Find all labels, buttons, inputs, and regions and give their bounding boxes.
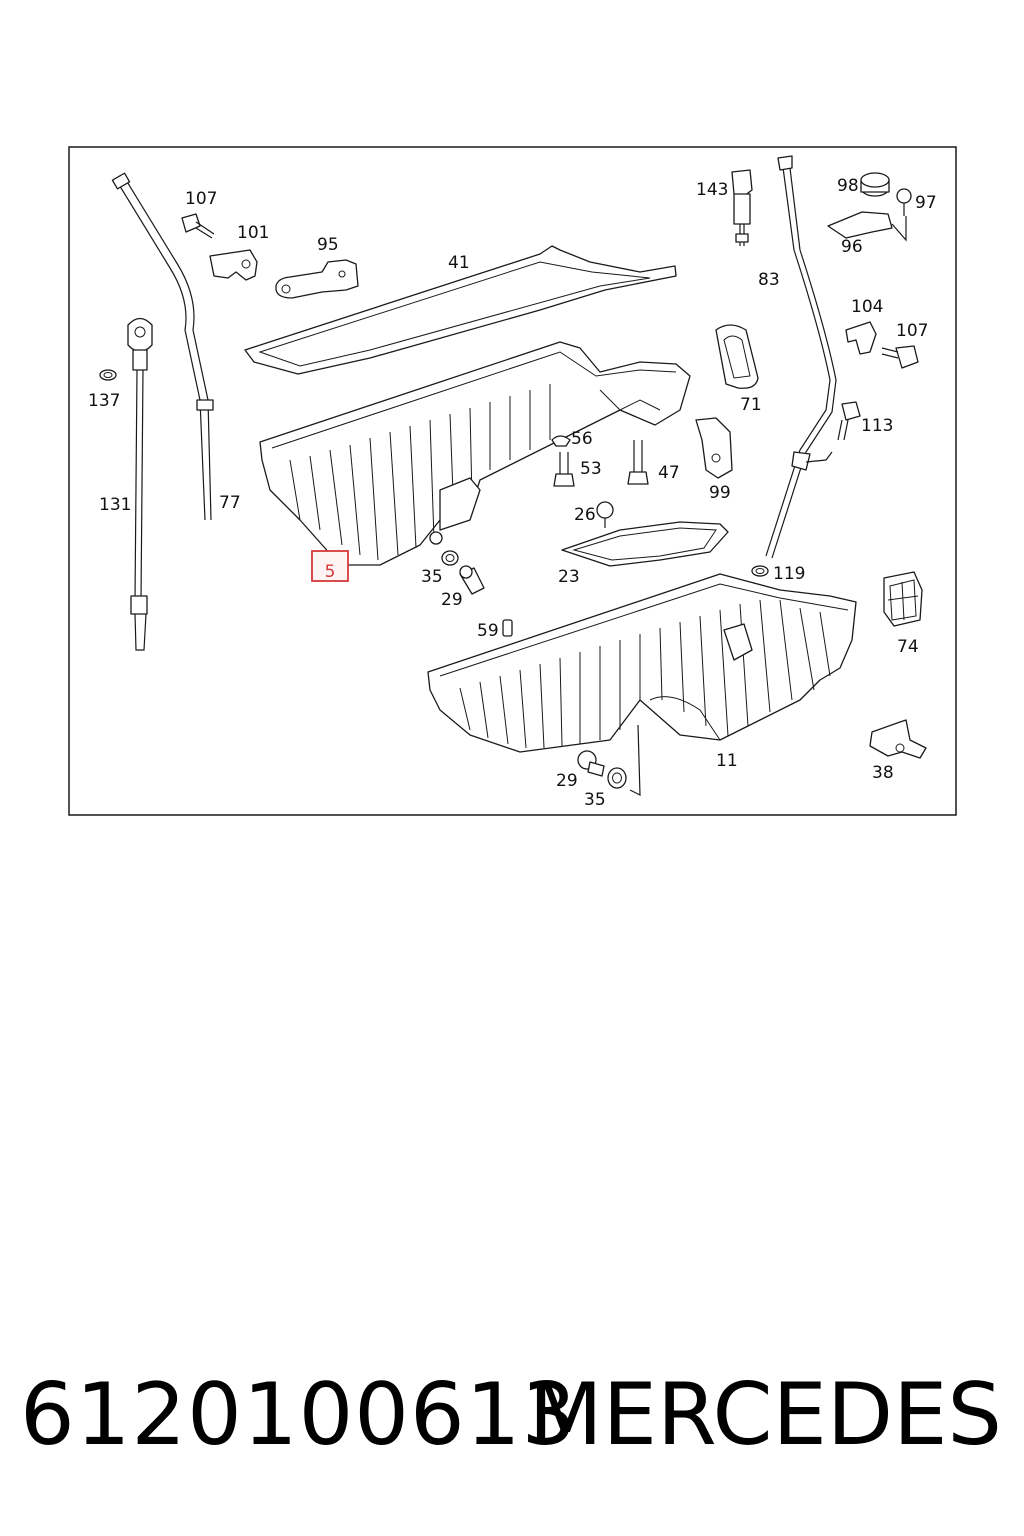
seal-ring-35-upper <box>441 550 459 566</box>
diagram-border <box>68 146 957 816</box>
oil-pan-11 <box>427 573 857 753</box>
oil-pan-5 <box>259 341 691 566</box>
label-29-lower: 29 <box>556 771 578 791</box>
label-29-upper: 29 <box>441 590 463 610</box>
bolt-113 <box>837 401 861 441</box>
label-113: 113 <box>861 416 893 436</box>
bolt-107-right <box>881 345 919 369</box>
label-11: 11 <box>716 751 738 771</box>
clip-101 <box>209 249 258 281</box>
dowel-59 <box>502 619 513 637</box>
label-53: 53 <box>580 459 602 479</box>
label-99: 99 <box>709 483 731 503</box>
label-77: 77 <box>219 493 241 513</box>
clip-104 <box>845 321 877 355</box>
label-26: 26 <box>574 505 596 525</box>
label-47: 47 <box>658 463 680 483</box>
label-98: 98 <box>837 176 859 196</box>
highlighted-label[interactable]: 5 <box>325 562 336 582</box>
dipstick-131 <box>127 317 153 651</box>
label-56: 56 <box>571 429 593 449</box>
washer-119 <box>751 565 769 577</box>
label-23: 23 <box>558 567 580 587</box>
bracket-96 <box>827 211 893 239</box>
screw-26 <box>596 501 614 528</box>
label-107-left: 107 <box>185 189 217 209</box>
label-104: 104 <box>851 297 883 317</box>
bolt-53 <box>553 452 575 487</box>
grommet-98 <box>860 172 890 197</box>
label-41: 41 <box>448 253 470 273</box>
dipstick-tube-83 <box>765 155 837 559</box>
label-83: 83 <box>758 270 780 290</box>
bolt-47 <box>627 440 649 485</box>
brand-name: MERCEDES <box>528 1365 1002 1465</box>
label-35-upper: 35 <box>421 567 443 587</box>
sensor-143 <box>731 169 753 246</box>
bracket-38 <box>869 719 927 759</box>
bracket-95 <box>275 259 359 299</box>
washer-56 <box>551 435 571 447</box>
baffle-23 <box>561 521 729 567</box>
label-71: 71 <box>740 395 762 415</box>
label-35-lower: 35 <box>584 790 606 810</box>
cover-74 <box>883 571 923 627</box>
label-97: 97 <box>915 193 937 213</box>
screw-97 <box>896 188 912 216</box>
label-143: 143 <box>696 180 728 200</box>
label-131: 131 <box>99 495 131 515</box>
label-137: 137 <box>88 391 120 411</box>
seal-ring-35-lower <box>607 767 627 789</box>
label-119: 119 <box>773 564 805 584</box>
label-38: 38 <box>872 763 894 783</box>
highlight-box <box>311 550 349 582</box>
footer: 6120100613 MERCEDES <box>0 1360 1024 1470</box>
part-number: 6120100613 <box>20 1365 578 1465</box>
label-59: 59 <box>477 621 499 641</box>
bracket-99 <box>695 417 733 479</box>
label-96: 96 <box>841 237 863 257</box>
gasket-41 <box>244 245 677 375</box>
drain-plug-29-lower <box>577 750 605 777</box>
bolt-107-left <box>181 213 215 239</box>
drain-plug-29-upper <box>459 565 485 595</box>
dipstick-tube-77 <box>111 172 214 521</box>
label-95: 95 <box>317 235 339 255</box>
o-ring-137 <box>99 369 117 381</box>
label-74: 74 <box>897 637 919 657</box>
label-107-right: 107 <box>896 321 928 341</box>
seal-71 <box>715 324 759 389</box>
label-101: 101 <box>237 223 269 243</box>
